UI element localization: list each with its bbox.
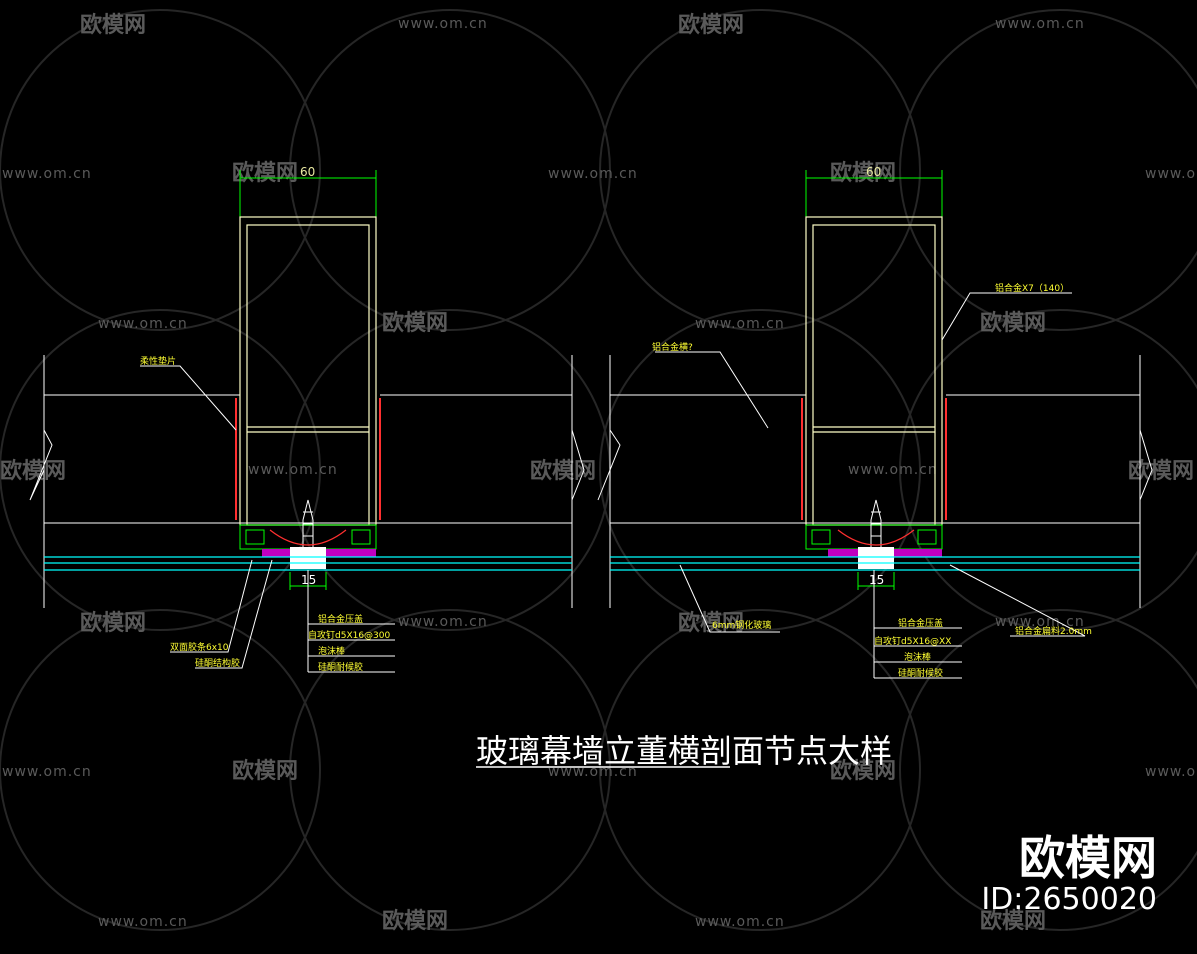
left-leaders — [140, 365, 395, 673]
right-mullion — [805, 216, 943, 526]
right-bottom-dim-label: 15 — [869, 573, 884, 587]
right-legend-0: 铝合金压盖 — [898, 617, 943, 629]
wm-logo: 欧模网 — [382, 908, 448, 934]
right-glass — [610, 556, 1140, 571]
watermark-circles — [0, 9, 1197, 931]
label-sealant: 硅酮结构胶 — [195, 657, 240, 669]
left-detail: 60 — [29, 165, 585, 673]
label-tape: 双面胶条6x10 — [170, 641, 229, 653]
left-gaskets — [235, 398, 381, 520]
wm-url: www.om.cn — [1145, 166, 1197, 182]
wm-logo: 欧模网 — [678, 12, 744, 38]
right-sealant-block — [858, 547, 894, 569]
label-gasket: 柔性垫片 — [140, 355, 176, 367]
left-top-dimension — [239, 170, 377, 220]
left-legend-1: 自攻钉d5X16@300 — [308, 629, 391, 641]
left-mullion — [239, 216, 377, 526]
right-top-dim-label: 60 — [866, 165, 881, 179]
label-glass: 6mm钢化玻璃 — [712, 619, 771, 631]
label-profile: 铝合金扁料2.0mm — [1015, 625, 1092, 637]
wm-logo: 欧模网 — [530, 458, 596, 484]
right-wall-lines — [597, 355, 1153, 608]
left-top-dim-label: 60 — [300, 165, 315, 179]
wm-logo: 欧模网 — [1128, 458, 1194, 484]
wm-logo: 欧模网 — [980, 908, 1046, 934]
wm-url: www.om.cn — [548, 166, 638, 182]
wm-logo: 欧模网 — [232, 160, 298, 186]
wm-url: www.om.cn — [98, 914, 188, 930]
wm-url: www.om.cn — [398, 614, 488, 630]
wm-url: www.om.cn — [695, 316, 785, 332]
wm-logo: 欧模网 — [382, 310, 448, 336]
left-screw — [302, 499, 314, 549]
wm-logo: 欧模网 — [232, 758, 298, 784]
wm-url: www.om.cn — [995, 614, 1085, 630]
wm-url: www.om.cn — [695, 914, 785, 930]
wm-url: www.om.cn — [248, 462, 338, 478]
right-legend-2: 泡沫棒 — [904, 651, 931, 663]
wm-url: www.om.cn — [1145, 764, 1197, 780]
left-wall-lines — [29, 355, 585, 608]
wm-url: www.om.cn — [2, 764, 92, 780]
left-legend-0: 铝合金压盖 — [318, 613, 363, 625]
left-sealant-block — [290, 547, 326, 569]
wm-url: www.om.cn — [398, 16, 488, 32]
wm-url: www.om.cn — [548, 764, 638, 780]
right-screw — [870, 499, 882, 549]
wm-logo: 欧模网 — [80, 610, 146, 636]
right-bottom-dimension — [857, 572, 895, 590]
right-legend-1: 自攻钉d5X16@XX — [874, 635, 951, 647]
wm-url: www.om.cn — [2, 166, 92, 182]
drawing-title: 玻璃幕墙立董横剖面节点大样 — [476, 732, 892, 770]
wm-logo: 欧模网 — [830, 758, 896, 784]
right-top-dimension — [805, 170, 943, 220]
brand-logo: 欧模网 — [1019, 831, 1157, 885]
wm-url: www.om.cn — [98, 316, 188, 332]
brand-id: ID:2650020 — [981, 882, 1157, 917]
label-mullion: 铝合金X7（140） — [995, 282, 1069, 294]
right-gaskets — [801, 398, 947, 520]
wm-url: www.om.cn — [848, 462, 938, 478]
watermark-text: 欧模网 www.om.cn 欧模网 www.om.cn www.om.cn 欧模… — [0, 12, 1197, 934]
wm-url: www.om.cn — [995, 16, 1085, 32]
wm-logo: 欧模网 — [80, 12, 146, 38]
label-transom: 铝合金横? — [652, 341, 693, 353]
wm-logo: 欧模网 — [980, 310, 1046, 336]
wm-logo: 欧模网 — [830, 160, 896, 186]
left-bottom-dim-label: 15 — [301, 573, 316, 587]
right-leaders — [655, 292, 1086, 679]
left-legend-3: 硅酮耐候胶 — [318, 661, 363, 673]
right-legend-3: 硅酮耐候胶 — [898, 667, 943, 679]
left-legend-2: 泡沫棒 — [318, 645, 345, 657]
right-detail: 60 — [597, 165, 1153, 679]
wm-logo: 欧模网 — [0, 458, 66, 484]
